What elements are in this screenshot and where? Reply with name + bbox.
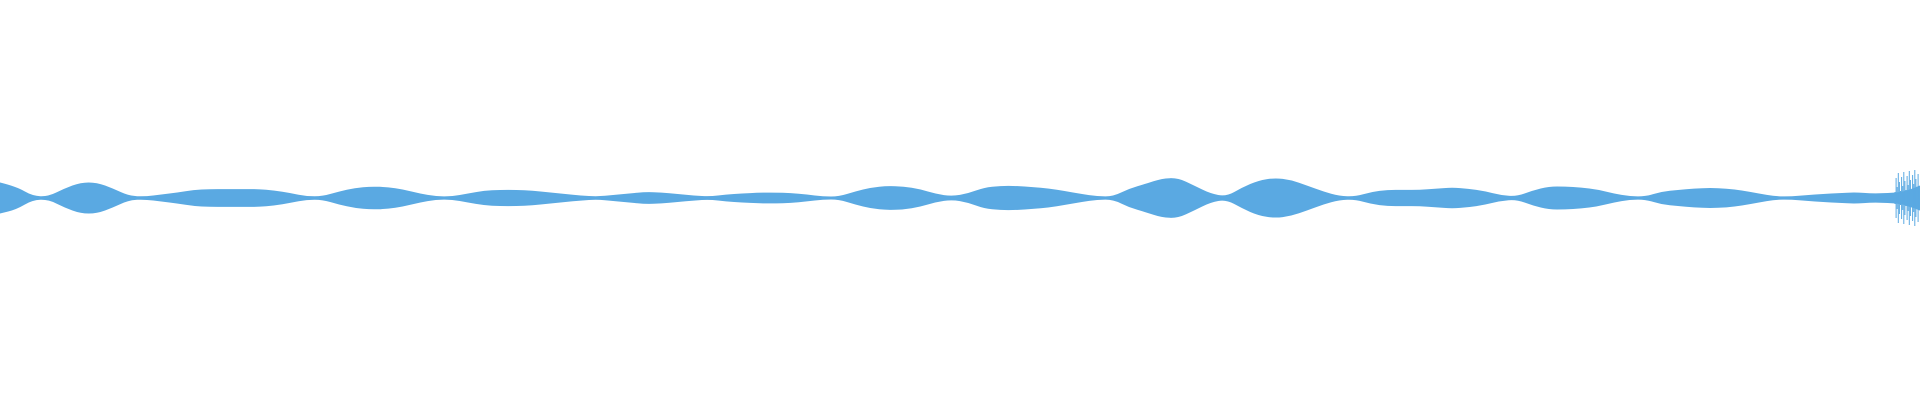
waveform-envelope [0,178,1920,218]
